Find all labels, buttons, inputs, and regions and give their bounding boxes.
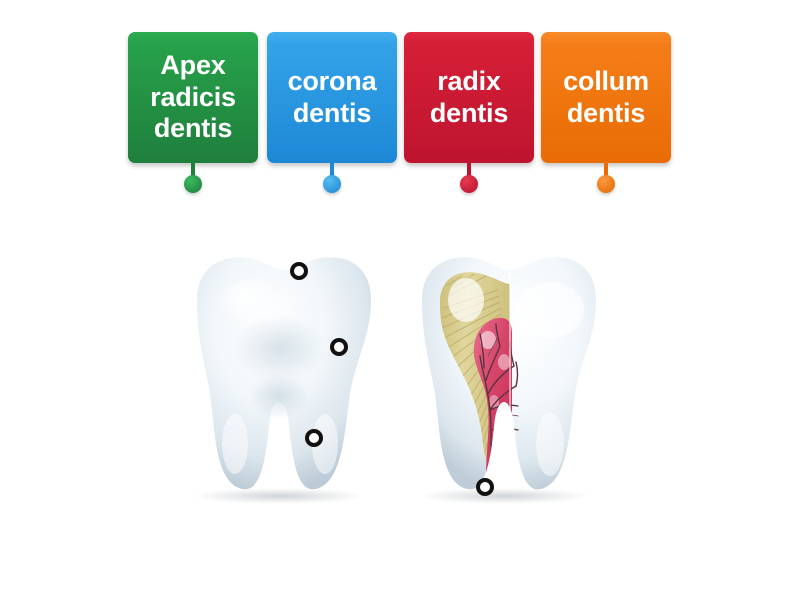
label-card-corona-dentis[interactable]: corona dentis [267, 32, 397, 202]
label-line-2: dentis [292, 97, 372, 128]
card-drag-handle-dot[interactable] [184, 175, 202, 193]
tooth-ground-shadow [418, 488, 590, 504]
label-line-2: radicis [150, 81, 236, 112]
label-card-body[interactable]: corona dentis [267, 32, 397, 163]
tooth-occlusal-shading [233, 314, 325, 382]
label-card-tray: Apex radicis dentis corona dentis ra [0, 32, 800, 202]
tooth-diagram [0, 230, 800, 530]
card-drag-handle-dot[interactable] [460, 175, 478, 193]
enamel-rim-highlight [448, 278, 484, 322]
pulp-highlight-3 [489, 395, 499, 409]
card-stem [467, 159, 471, 181]
pulp-highlight-2 [498, 354, 510, 370]
label-line-1: radix [437, 65, 501, 96]
drop-target-crown[interactable] [290, 262, 308, 280]
card-drag-handle-dot[interactable] [597, 175, 615, 193]
label-card-text: Apex radicis dentis [150, 50, 236, 145]
card-drag-handle-dot[interactable] [323, 175, 341, 193]
tooth-furcation-shading [249, 372, 309, 420]
card-stem [191, 159, 195, 181]
crown-highlight-right [516, 282, 584, 338]
label-line-1: Apex [160, 50, 226, 81]
label-card-text: radix dentis [429, 65, 509, 129]
root-highlight-left [222, 414, 248, 474]
root-highlight-right [536, 412, 564, 476]
label-line-2: dentis [566, 97, 646, 128]
cutaway-interior [440, 272, 519, 488]
label-line-2: dentis [429, 97, 509, 128]
label-line-1: collum [563, 65, 649, 96]
label-line-1: corona [287, 65, 377, 96]
label-card-body[interactable]: radix dentis [404, 32, 534, 163]
label-line-3: dentis [153, 113, 233, 144]
card-stem [330, 159, 334, 181]
whole-molar-tooth-illustration [193, 257, 371, 504]
drop-target-apex[interactable] [476, 478, 494, 496]
label-card-text: collum dentis [563, 66, 649, 129]
label-card-text: corona dentis [288, 66, 377, 129]
pulp-highlight-1 [480, 331, 496, 349]
card-stem [604, 159, 608, 181]
label-card-apex-radicis-dentis[interactable]: Apex radicis dentis [128, 32, 258, 202]
label-card-body[interactable]: collum dentis [541, 32, 671, 163]
molar-tooth-cross-section-illustration [418, 257, 596, 504]
tooth-ground-shadow [193, 488, 365, 504]
label-card-radix-dentis[interactable]: radix dentis [404, 32, 534, 202]
root-highlight-right [312, 414, 338, 474]
label-card-collum-dentis[interactable]: collum dentis [541, 32, 671, 202]
label-card-body[interactable]: Apex radicis dentis [128, 32, 258, 163]
drop-target-root[interactable] [305, 429, 323, 447]
drop-target-neck[interactable] [330, 338, 348, 356]
